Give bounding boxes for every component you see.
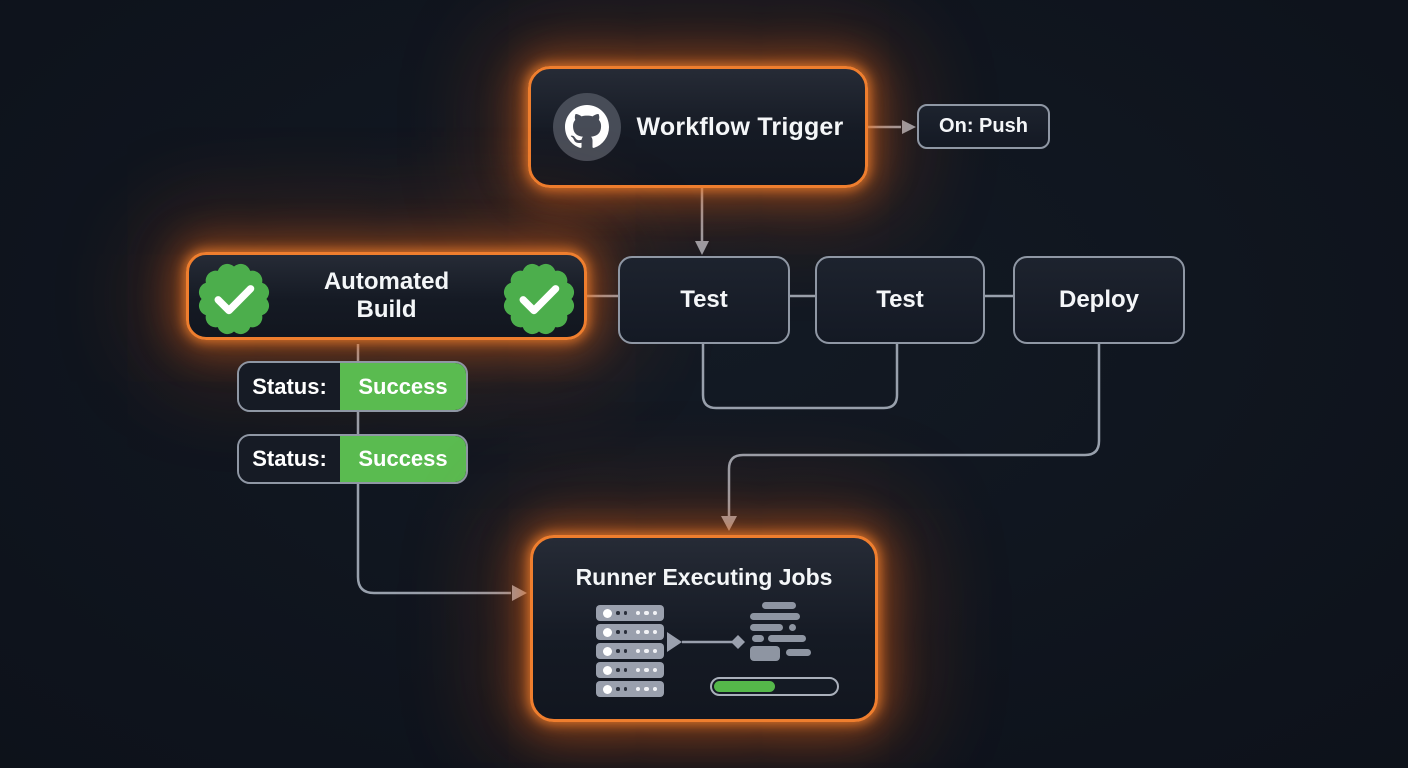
server-unit	[596, 681, 664, 697]
test-2-label: Test	[876, 286, 924, 313]
connector-test-loop	[701, 344, 899, 410]
on-push-label: On: Push	[939, 115, 1028, 137]
github-icon	[552, 93, 621, 161]
connector-status-to-runner	[356, 344, 511, 595]
status-badge-2: Status: Success	[237, 434, 468, 484]
server-rack-icon	[596, 605, 664, 697]
node-test-1: Test	[618, 256, 790, 344]
status-badge-1: Status: Success	[237, 361, 468, 412]
workflow-trigger-label: Workflow Trigger	[636, 112, 844, 141]
status-value: Success	[340, 363, 466, 410]
verified-badge-icon	[501, 261, 577, 337]
node-deploy: Deploy	[1013, 256, 1185, 344]
progress-fill	[714, 681, 775, 692]
status-value: Success	[340, 436, 466, 482]
status-label: Status:	[239, 436, 340, 482]
log-lines-icon	[748, 602, 814, 664]
connector-deploy-to-runner	[727, 344, 1101, 516]
progress-bar	[710, 677, 839, 696]
status-label: Status:	[239, 363, 340, 410]
verified-badge-icon	[196, 261, 272, 337]
server-unit	[596, 662, 664, 678]
node-workflow-trigger: Workflow Trigger	[528, 66, 868, 188]
node-test-2: Test	[815, 256, 985, 344]
automated-build-label: Automated Build	[323, 268, 450, 323]
test-1-label: Test	[680, 286, 728, 313]
node-runner: Runner Executing Jobs	[530, 535, 878, 722]
node-on-push: On: Push	[917, 104, 1050, 149]
deploy-label: Deploy	[1058, 286, 1139, 313]
server-unit	[596, 605, 664, 621]
runner-title: Runner Executing Jobs	[575, 564, 833, 590]
arrowhead-onpush	[902, 120, 916, 134]
server-unit	[596, 643, 664, 659]
arrow-right-icon	[667, 632, 745, 652]
arrowhead-runner-left	[512, 585, 527, 601]
arrowhead-runner-top	[721, 516, 737, 531]
arrowhead-test1	[695, 241, 709, 255]
server-unit	[596, 624, 664, 640]
node-automated-build: Automated Build	[186, 252, 587, 340]
